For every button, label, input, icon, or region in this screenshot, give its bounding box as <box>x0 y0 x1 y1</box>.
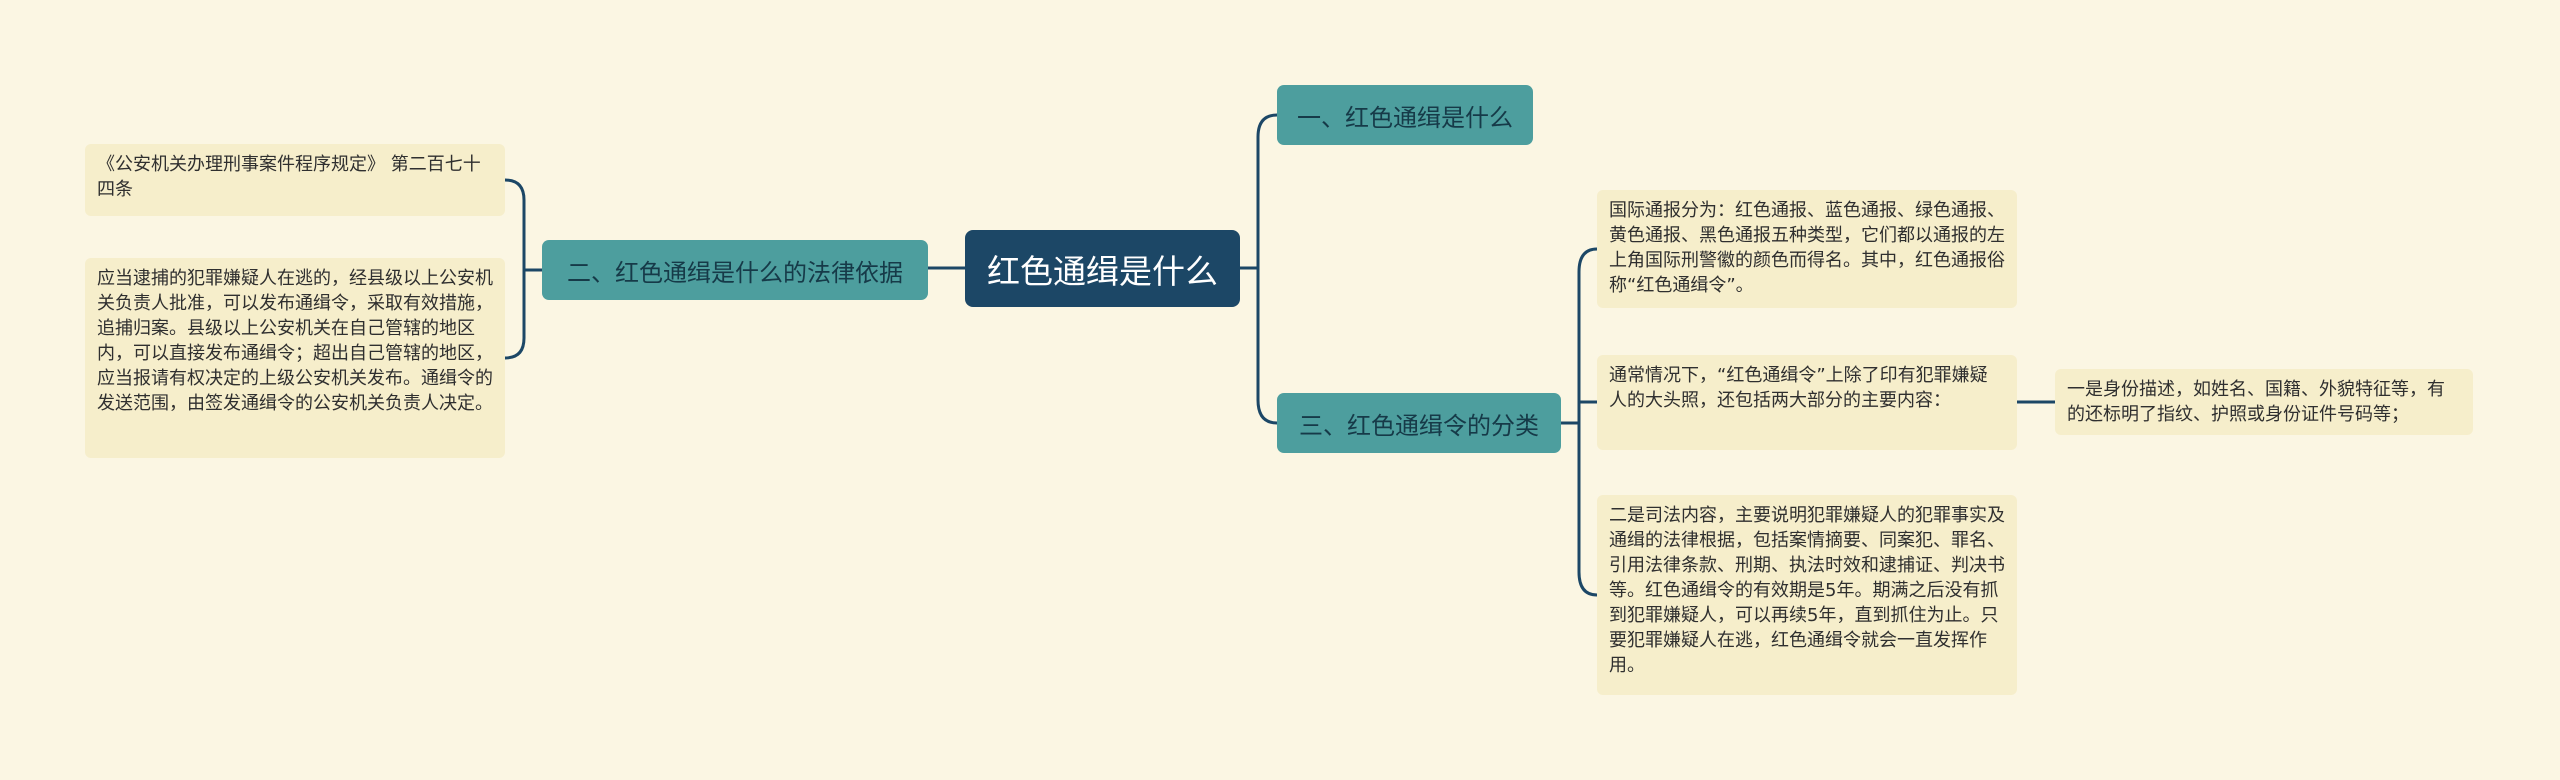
root-topic[interactable]: 红色通缉是什么 <box>965 230 1240 307</box>
branch-what-is-red-notice[interactable]: 一、红色通缉是什么 <box>1277 85 1533 145</box>
branch-legal-basis[interactable]: 二、红色通缉是什么的法律依据 <box>542 240 928 300</box>
leaf-notice-contents[interactable]: 通常情况下，“红色通缉令”上除了印有犯罪嫌疑人的大头照，还包括两大部分的主要内容… <box>1597 355 2017 450</box>
connector-b3-to-l6 <box>1577 423 1598 597</box>
branch-classification[interactable]: 三、红色通缉令的分类 <box>1277 393 1561 453</box>
leaf-regulation-article[interactable]: 《公安机关办理刑事案件程序规定》 第二百七十四条 <box>85 144 505 216</box>
connector-b3-to-l3 <box>1561 247 1598 425</box>
leaf-identity-description[interactable]: 一是身份描述，如姓名、国籍、外貌特征等，有的还标明了指纹、护照或身份证件号码等； <box>2055 369 2473 435</box>
leaf-judicial-content[interactable]: 二是司法内容，主要说明犯罪嫌疑人的犯罪事实及通缉的法律根据，包括案情摘要、同案犯… <box>1597 495 2017 695</box>
connector-b3-to-l4 <box>1577 400 1597 423</box>
leaf-notice-types[interactable]: 国际通报分为：红色通报、蓝色通报、绿色通报、黄色通报、黑色通报五种类型，它们都以… <box>1597 190 2017 308</box>
connector-b2-to-l2 <box>504 270 526 360</box>
connector-root-to-b3 <box>1256 268 1278 425</box>
connector-b2-to-l1 <box>504 178 542 272</box>
leaf-wanted-order-procedure[interactable]: 应当逮捕的犯罪嫌疑人在逃的，经县级以上公安机关负责人批准，可以发布通缉令，采取有… <box>85 258 505 458</box>
connector-root-to-b1 <box>1240 113 1278 270</box>
